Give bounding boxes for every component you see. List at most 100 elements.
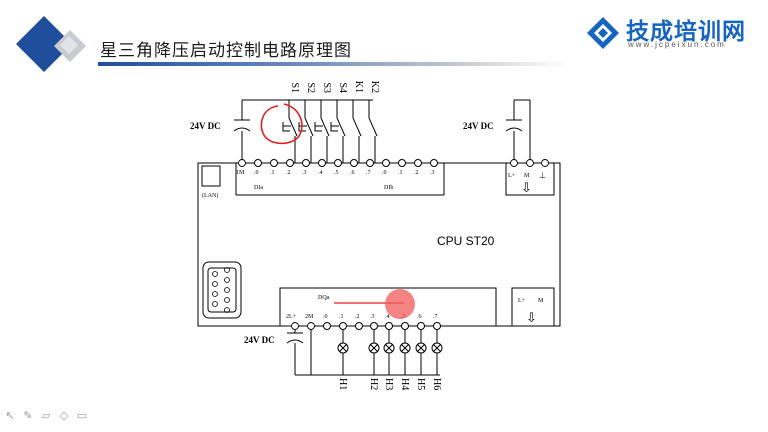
output-block-label: DQa bbox=[318, 295, 330, 301]
input-switch-s3: S3 bbox=[314, 82, 332, 163]
power-ground-label: ⊥ bbox=[539, 171, 546, 180]
lamp-label: H5 bbox=[415, 378, 426, 390]
lamp-h6: H6 bbox=[431, 330, 443, 390]
terminal-dia-label: .4 bbox=[318, 170, 323, 176]
terminal-dib-label: .1 bbox=[398, 170, 403, 176]
lan-label: (LAN) bbox=[202, 192, 218, 199]
switch-label: S4 bbox=[337, 82, 348, 93]
terminal-dia-label: .1 bbox=[270, 170, 275, 176]
pointer-highlight bbox=[385, 289, 415, 319]
input-switch-s2: S2 bbox=[298, 82, 316, 163]
terminal-2m bbox=[307, 322, 315, 330]
terminal-dqa-0 bbox=[323, 322, 331, 330]
terminal-dib-label: .3 bbox=[430, 170, 435, 176]
sensor-lplus-label: L+ bbox=[518, 298, 526, 304]
input-switch-s1: S1 bbox=[282, 82, 300, 163]
terminal-dib-label: .0 bbox=[382, 170, 387, 176]
terminal-power-m bbox=[526, 159, 534, 167]
input-switch-s4: S4 bbox=[330, 82, 348, 163]
lamp-h5: H5 bbox=[415, 330, 427, 390]
sensor-m-label: M bbox=[538, 298, 544, 304]
terminal-dia-6 bbox=[350, 159, 358, 167]
terminal-dia-4 bbox=[318, 159, 326, 167]
terminal-dqa-label: .1 bbox=[339, 314, 344, 320]
terminal-dia-label: .6 bbox=[350, 170, 355, 176]
power-arrow-icon: ⇩ bbox=[521, 181, 532, 196]
power-lplus-label: L+ bbox=[508, 173, 516, 179]
terminal-power-ground bbox=[541, 159, 549, 167]
lamp-h2: H2 bbox=[368, 330, 380, 390]
brand-mark-icon bbox=[587, 17, 619, 49]
terminal-dqa-label: .3 bbox=[370, 314, 375, 320]
terminal-dqa-label: .0 bbox=[323, 314, 328, 320]
power-m-label: M bbox=[524, 173, 530, 179]
terminal-dqa-5 bbox=[401, 322, 409, 330]
logo-diamonds bbox=[16, 16, 86, 72]
terminal-dqa-label: .2 bbox=[355, 314, 360, 320]
terminal-dia-label: .5 bbox=[334, 170, 339, 176]
sensor-arrow-icon: ⇩ bbox=[526, 311, 537, 326]
terminal-dib-1 bbox=[398, 159, 406, 167]
terminal-dia-5 bbox=[334, 159, 342, 167]
terminal-1m bbox=[238, 159, 246, 167]
input-common-label: 1M bbox=[236, 170, 245, 176]
switch-label: K1 bbox=[353, 81, 364, 93]
terminal-dqa-6 bbox=[417, 322, 425, 330]
terminal-dqa-label: .6 bbox=[417, 314, 422, 320]
terminal-dia-3 bbox=[302, 159, 310, 167]
dia-label: DIa bbox=[254, 185, 263, 191]
logo-diamond-dark bbox=[16, 16, 72, 72]
terminal-dia-0 bbox=[254, 159, 262, 167]
terminal-dqa-1 bbox=[339, 322, 347, 330]
output-2m-label: 2M bbox=[305, 314, 314, 320]
input-switch-k2: K2 bbox=[368, 81, 380, 163]
brand-url: www.jcpeixun.com bbox=[628, 40, 726, 49]
lamp-h1: H1 bbox=[337, 330, 349, 390]
terminal-dqa-7 bbox=[433, 322, 441, 330]
annotation-circle bbox=[260, 103, 303, 145]
output-2lplus-label: 2L+ bbox=[286, 314, 297, 320]
lamp-label: H3 bbox=[383, 378, 394, 390]
input-switch-k1: K1 bbox=[352, 81, 364, 163]
terminal-dib-label: .2 bbox=[414, 170, 419, 176]
terminal-dia-label: .2 bbox=[286, 170, 291, 176]
dib-label: DIb bbox=[384, 185, 393, 191]
brand-logo: 技成培训网 www.jcpeixun.com bbox=[586, 10, 766, 54]
page-title: 星三角降压启动控制电路原理图 bbox=[100, 41, 352, 61]
output-supply-label: 24V DC bbox=[244, 335, 275, 345]
switch-label: K2 bbox=[369, 81, 380, 93]
switch-label: S3 bbox=[321, 82, 332, 93]
terminal-dqa-4 bbox=[385, 322, 393, 330]
terminal-dia-label: .7 bbox=[366, 170, 371, 176]
switch-label: S2 bbox=[305, 82, 316, 93]
lamp-label: H6 bbox=[431, 378, 442, 390]
pointer-icon[interactable]: ↖ bbox=[5, 409, 15, 422]
lamp-h4: H4 bbox=[399, 330, 411, 390]
screen-icon[interactable]: ▭ bbox=[76, 409, 88, 422]
cpu-label: CPU ST20 bbox=[437, 234, 495, 248]
highlighter-icon[interactable]: ◇ bbox=[59, 409, 69, 422]
switch-label: S1 bbox=[289, 82, 300, 93]
terminal-dia-1 bbox=[270, 159, 278, 167]
terminal-dqa-2 bbox=[355, 322, 363, 330]
lamp-label: H1 bbox=[337, 378, 348, 390]
terminal-dia-2 bbox=[286, 159, 294, 167]
terminal-power-lplus bbox=[510, 159, 518, 167]
eraser-icon[interactable]: ▱ bbox=[41, 409, 51, 422]
slide-toolbar: ↖ ✎ ▱ ◇ ▭ bbox=[4, 410, 88, 428]
terminal-2lplus bbox=[291, 322, 299, 330]
terminal-dia-7 bbox=[366, 159, 374, 167]
pen-icon[interactable]: ✎ bbox=[23, 409, 33, 422]
terminal-dib-2 bbox=[414, 159, 422, 167]
input-supply-label: 24V DC bbox=[190, 121, 221, 131]
terminal-dia-label: .3 bbox=[302, 170, 307, 176]
lamp-h3: H3 bbox=[383, 330, 395, 390]
db9-pins bbox=[212, 267, 230, 313]
terminal-dib-0 bbox=[382, 159, 390, 167]
terminal-dqa-label: .4 bbox=[385, 314, 390, 320]
title-underline bbox=[98, 62, 568, 66]
lamp-label: H2 bbox=[368, 378, 379, 390]
terminal-dqa-label: .7 bbox=[433, 314, 438, 320]
